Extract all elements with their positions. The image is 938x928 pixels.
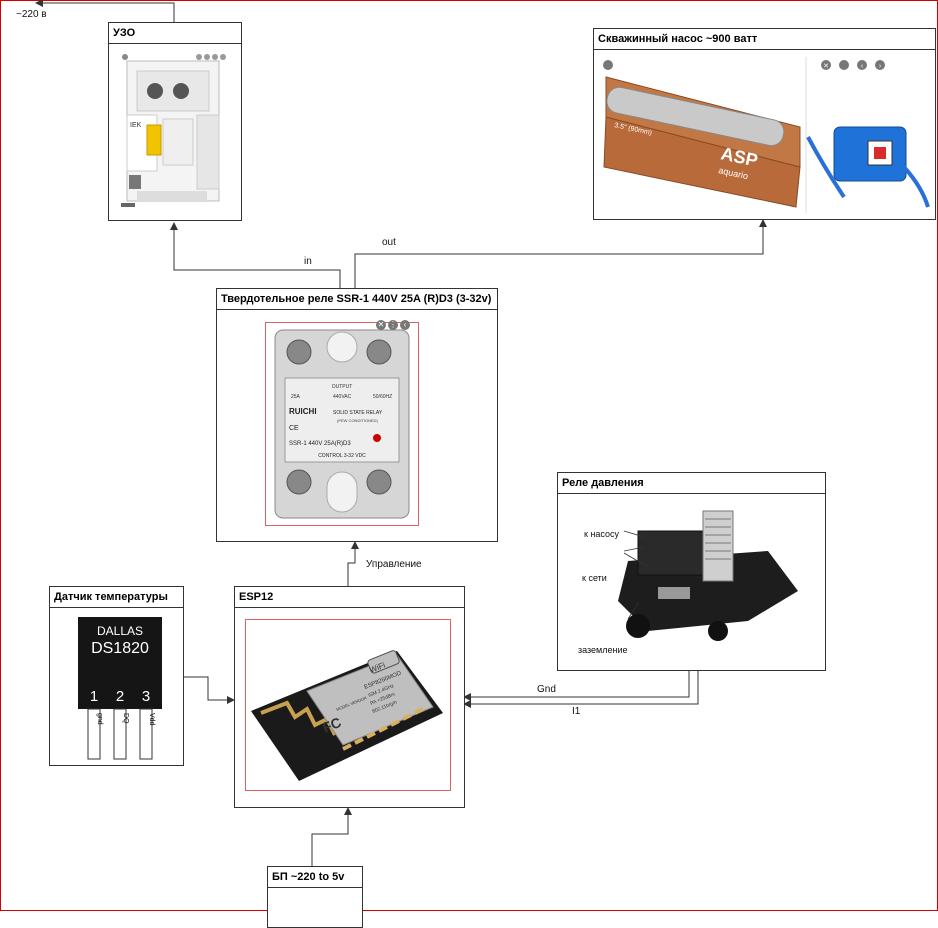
ssr-relay-sub: (PEW CONDITIONED) (337, 418, 379, 423)
temp-title: Датчик температуры (50, 587, 183, 608)
ssr-t3: 50/60HZ (373, 394, 392, 400)
ssr-t2: 440VAC (333, 394, 352, 400)
wire-control (347, 541, 359, 586)
mains-label: ~220 в (16, 9, 47, 20)
esp-image: WiFi ESP8266MOD ISM 2.4GHz PA +25dBm 802… (251, 650, 443, 781)
pressure-label-pump: к насосу (584, 529, 620, 539)
svg-text:‹: ‹ (861, 63, 864, 70)
temp-chip-brand: DALLAS (97, 624, 143, 638)
wire-label-in: in (304, 256, 312, 267)
ssr-relay-text: SOLID STATE RELAY (333, 410, 383, 416)
ssr-output: OUTPUT (332, 384, 353, 390)
uzo-image: IEK (121, 54, 226, 207)
esp-image-frame (245, 619, 451, 791)
pump-title: Скважинный насос ~900 ватт (594, 29, 935, 50)
ssr-ce: CE (289, 425, 299, 432)
ssr-image-frame (265, 322, 419, 526)
svg-text:›: › (879, 63, 882, 70)
pressure-image (618, 510, 798, 641)
wire-label-out: out (382, 237, 396, 248)
ssr-title: Твердотельное реле SSR-1 440V 25A (R)D3 … (217, 289, 497, 310)
psu-title: БП ~220 to 5v (268, 867, 362, 888)
ssr-more-icon[interactable]: ⋮ (388, 320, 398, 330)
ssr-model: SSR-1 440V 25A(R)D3 (289, 441, 351, 447)
temp-block[interactable]: Датчик температуры DALLAS DS1820 1 2 3 g… (49, 586, 184, 766)
pressure-label-net: к сети (582, 573, 607, 583)
uzo-brand: IEK (130, 122, 142, 129)
temp-sensor-image: DALLAS DS1820 1 2 3 gnd DQ Vdd (78, 617, 162, 760)
wire-i1 (463, 668, 699, 708)
svg-text:✕: ✕ (823, 63, 829, 70)
temp-pin3-name: Vdd (148, 713, 155, 726)
temp-pin2: 2 (116, 688, 124, 705)
wire-label-gnd: Gnd (537, 684, 556, 695)
temp-pin3: 3 (142, 688, 150, 705)
pump-block[interactable]: Скважинный насос ~900 ватт ASP aquario 3… (593, 28, 936, 220)
temp-pin1-name: gnd (96, 713, 103, 725)
psu-block[interactable]: БП ~220 to 5v (267, 866, 363, 928)
wire-psu (311, 807, 352, 866)
pressure-block[interactable]: Реле давления к насосу к сети заземление (557, 472, 826, 671)
ssr-t1: 25A (291, 394, 301, 400)
pressure-label-ground: заземление (578, 645, 628, 655)
pump-controller-image: ✕ ‹ › (805, 57, 930, 213)
ssr-prev-icon[interactable]: ‹ (400, 320, 410, 330)
temp-pin2-name: DQ (122, 713, 129, 724)
temp-pin1: 1 (90, 688, 98, 705)
wire-label-control: Управление (366, 559, 422, 570)
ssr-block[interactable]: Твердотельное реле SSR-1 440V 25A (R)D3 … (216, 288, 498, 542)
ssr-image: OUTPUT 25A 440VAC 50/60HZ RUICHI SOLID S… (274, 329, 410, 519)
ssr-close-icon[interactable]: ✕ (376, 320, 386, 330)
uzo-block[interactable]: УЗО IEK (108, 22, 242, 221)
esp-title: ESP12 (235, 587, 464, 608)
uzo-title: УЗО (109, 23, 241, 44)
wire-label-i1: I1 (572, 706, 581, 717)
ssr-brand: RUICHI (289, 407, 317, 416)
esp-fc: FC (320, 714, 343, 736)
temp-chip-model: DS1820 (91, 640, 149, 657)
wire-mains (35, 0, 175, 22)
wire-temp (183, 676, 235, 704)
pressure-title: Реле давления (558, 473, 825, 494)
esp-block[interactable]: ESP12 WiFi ESP8266MOD ISM 2.4GHz PA +25d… (234, 586, 465, 808)
wire-gnd (463, 668, 690, 701)
pump-image: ASP aquario 3.5" (90mm) (603, 60, 801, 208)
ssr-control: CONTROL 3-32 VDC (318, 453, 366, 459)
